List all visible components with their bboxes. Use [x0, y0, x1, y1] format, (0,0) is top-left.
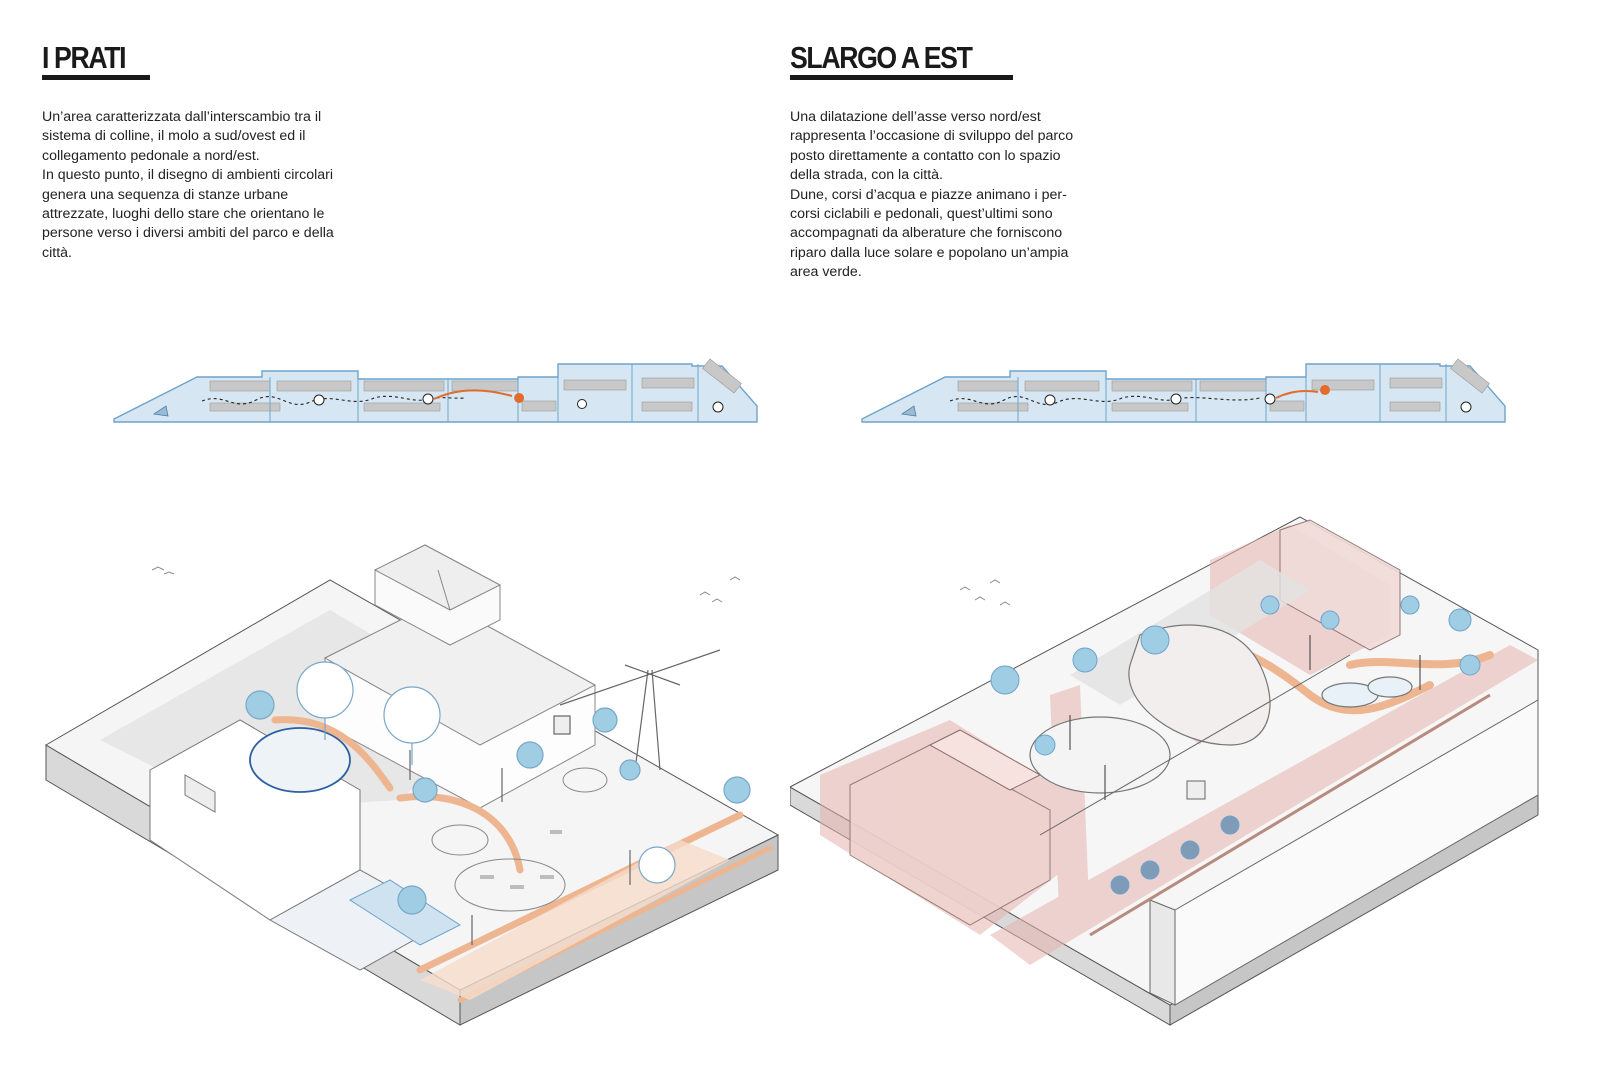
lamp-post-icon [409, 750, 631, 945]
bird-icon [151, 566, 741, 603]
panel-i-prati: I PRATI Un’area caratterizzata dall’inte… [0, 0, 780, 1067]
panel-description: Un’area caratterizzata dall’interscambio… [42, 108, 342, 263]
arrow-right-icon [433, 389, 513, 400]
axonometric-view-i-prati [45, 544, 780, 1026]
dashed-route [949, 395, 1261, 405]
key-plan-map [861, 358, 1506, 423]
park-outline [861, 363, 1506, 423]
bench-icon [480, 830, 562, 889]
tree-icon [990, 595, 1481, 895]
panel-description: Una dilatazione dell’asse verso nord/est… [790, 108, 1090, 283]
title-underline [790, 75, 1013, 80]
park-outline [113, 363, 758, 423]
cable-car [1039, 654, 1351, 836]
description-paragraph: In questo punto, il disegno di ambienti … [42, 167, 334, 261]
description-paragraph: Un’area caratterizzata dall’interscambio… [42, 109, 322, 164]
boat-icon [900, 405, 917, 417]
description-paragraph: Una dilatazione dell’asse verso nord/est… [790, 109, 1074, 184]
separator-lines [1017, 364, 1447, 422]
building-blocks [209, 358, 742, 412]
boat-icon [152, 405, 169, 417]
cable-car-pylon [553, 649, 721, 771]
white-building [1149, 699, 1539, 1006]
location-dot-icon [514, 393, 525, 403]
seating-circles [431, 767, 608, 912]
panel-title: I PRATI [42, 40, 127, 75]
node-circles [1044, 393, 1472, 413]
lamp-post-icon [1069, 635, 1421, 800]
water-pools [1029, 624, 1413, 794]
circular-plaza [249, 727, 351, 793]
key-plan-map [113, 358, 758, 423]
building [849, 519, 1401, 926]
node-circles [313, 393, 724, 413]
axonometric-view-slargo-a-est [790, 516, 1539, 1026]
bird-icon [959, 579, 1011, 606]
tree-icon [245, 661, 751, 915]
arrow-right-icon [1275, 389, 1319, 399]
panel-slargo-a-est: SLARGO A EST Una dilatazione dell’asse v… [790, 0, 1590, 1067]
separator-lines [269, 364, 699, 422]
location-dot-icon [1320, 385, 1330, 395]
title-underline [42, 75, 150, 80]
panel-title: SLARGO A EST [790, 40, 973, 75]
description-paragraph: Dune, corsi d’acqua e piazze animano i p… [790, 186, 1069, 281]
canal [1089, 693, 1491, 937]
building-blocks [957, 358, 1490, 412]
